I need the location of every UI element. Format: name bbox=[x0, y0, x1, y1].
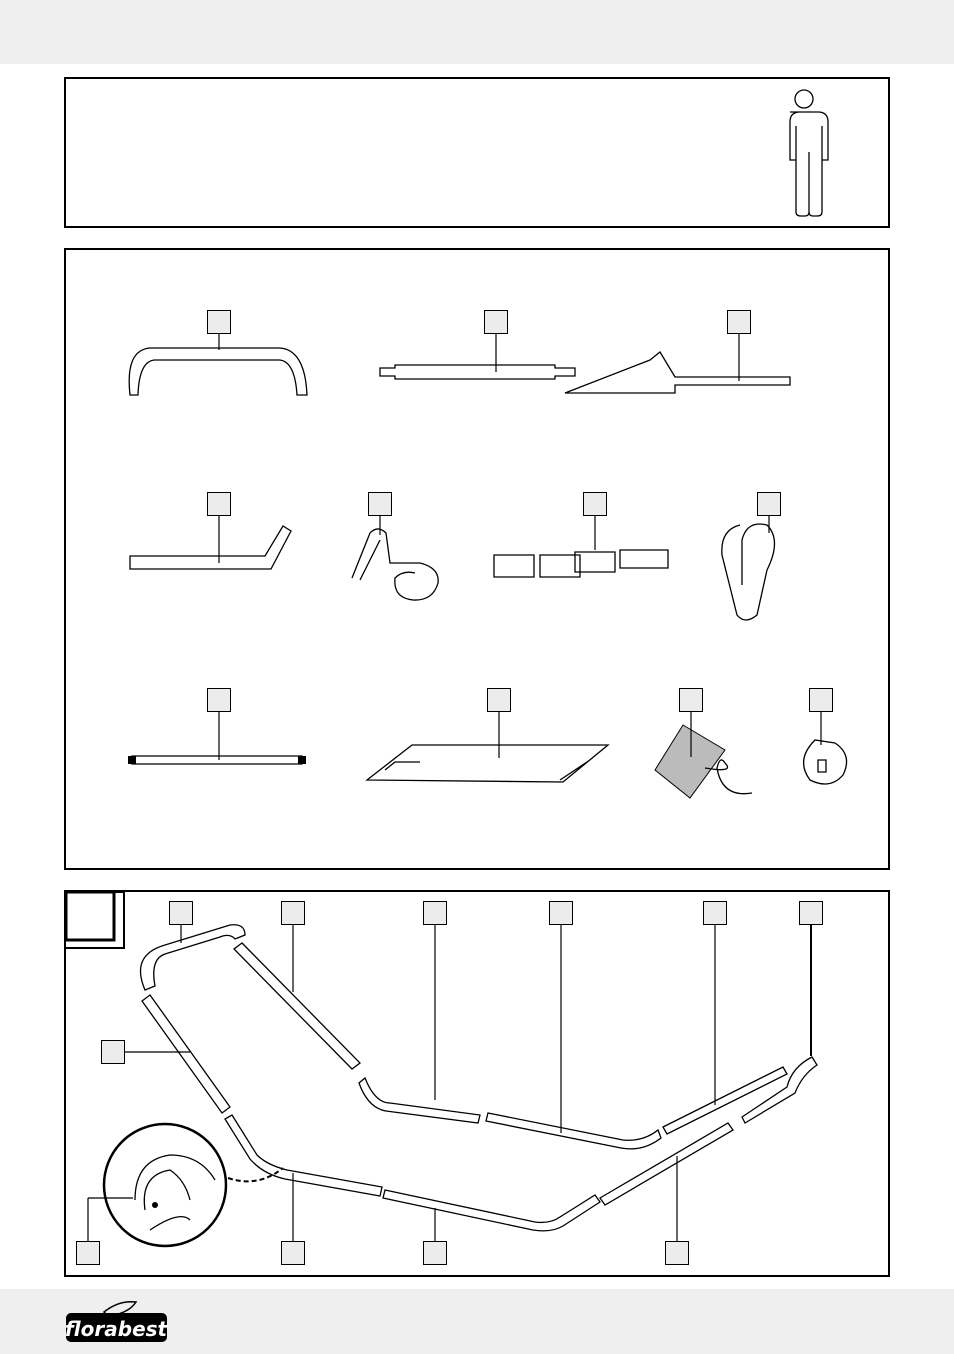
part-label-box bbox=[727, 310, 751, 334]
part-label-box bbox=[207, 492, 231, 516]
part-double-hook bbox=[721, 523, 776, 621]
step-label-box bbox=[423, 1241, 447, 1265]
part-label-box bbox=[484, 310, 508, 334]
part-label-box bbox=[809, 688, 833, 712]
part-bag bbox=[654, 724, 726, 799]
step-label-box bbox=[549, 901, 573, 925]
top-band bbox=[0, 0, 954, 64]
part-label-box bbox=[757, 492, 781, 516]
part-label-box bbox=[207, 688, 231, 712]
assembly-persons-panel bbox=[64, 77, 890, 228]
part-bent-tube-a bbox=[564, 351, 791, 394]
step-label-box bbox=[281, 1241, 305, 1265]
part-spreader-bar bbox=[131, 755, 303, 765]
step-label-box bbox=[423, 901, 447, 925]
part-end-cap bbox=[803, 739, 848, 785]
part-u-bar bbox=[128, 347, 308, 396]
part-label-box bbox=[583, 492, 607, 516]
frame-tubes bbox=[139, 924, 818, 1232]
step-label-box bbox=[799, 901, 823, 925]
part-label-box bbox=[679, 688, 703, 712]
part-s-hook bbox=[351, 528, 439, 601]
logo-text: florabest bbox=[65, 1317, 169, 1341]
person-icon bbox=[789, 89, 829, 217]
part-label-box bbox=[207, 310, 231, 334]
step-label-box bbox=[169, 901, 193, 925]
florabest-logo: florabest bbox=[65, 1300, 169, 1342]
part-straight-tube bbox=[379, 364, 576, 380]
detail-magnifier-circle bbox=[102, 1122, 228, 1248]
step-label-box bbox=[665, 1241, 689, 1265]
step-label-box bbox=[281, 901, 305, 925]
part-label-box bbox=[368, 492, 392, 516]
part-hammock-fabric bbox=[365, 744, 610, 783]
step-label-box bbox=[101, 1040, 125, 1064]
part-bent-tube-b bbox=[129, 525, 292, 570]
step-label-box bbox=[76, 1241, 100, 1265]
bag-cord bbox=[704, 759, 753, 795]
part-label-box bbox=[487, 688, 511, 712]
part-chain bbox=[493, 549, 669, 578]
parts-panel bbox=[64, 248, 890, 870]
leader-lines bbox=[87, 334, 822, 1241]
step-label-box bbox=[703, 901, 727, 925]
step-number-box bbox=[64, 890, 116, 942]
